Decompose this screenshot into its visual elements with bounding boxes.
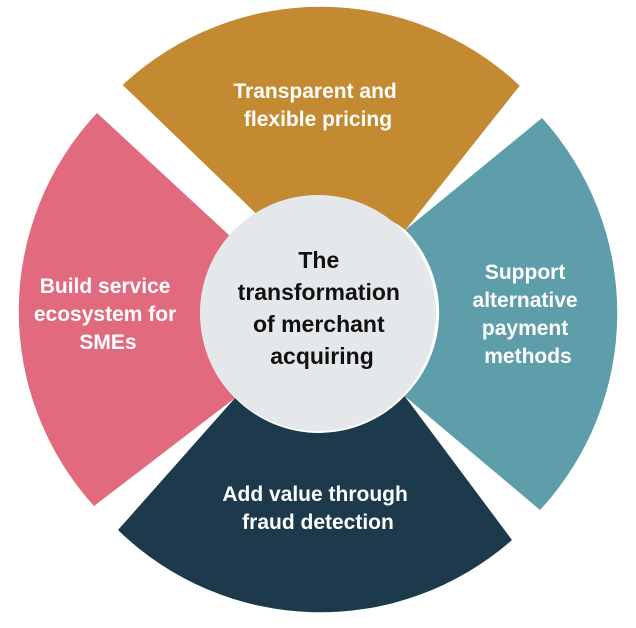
segment-bottom bbox=[118, 396, 512, 613]
segment-right bbox=[404, 118, 618, 510]
segment-top-label: Transparent and flexible pricing bbox=[233, 80, 402, 131]
segment-right-label: Support alternative payment methods bbox=[473, 261, 584, 368]
center-title: The transformation of merchant acquiring bbox=[238, 247, 407, 369]
segment-left-label: Build service ecosystem for SMEs bbox=[34, 275, 182, 354]
center-circle bbox=[200, 195, 436, 431]
segment-left bbox=[18, 113, 236, 506]
segment-bottom-label: Add value through fraud detection bbox=[222, 483, 413, 534]
segment-top bbox=[122, 6, 520, 230]
